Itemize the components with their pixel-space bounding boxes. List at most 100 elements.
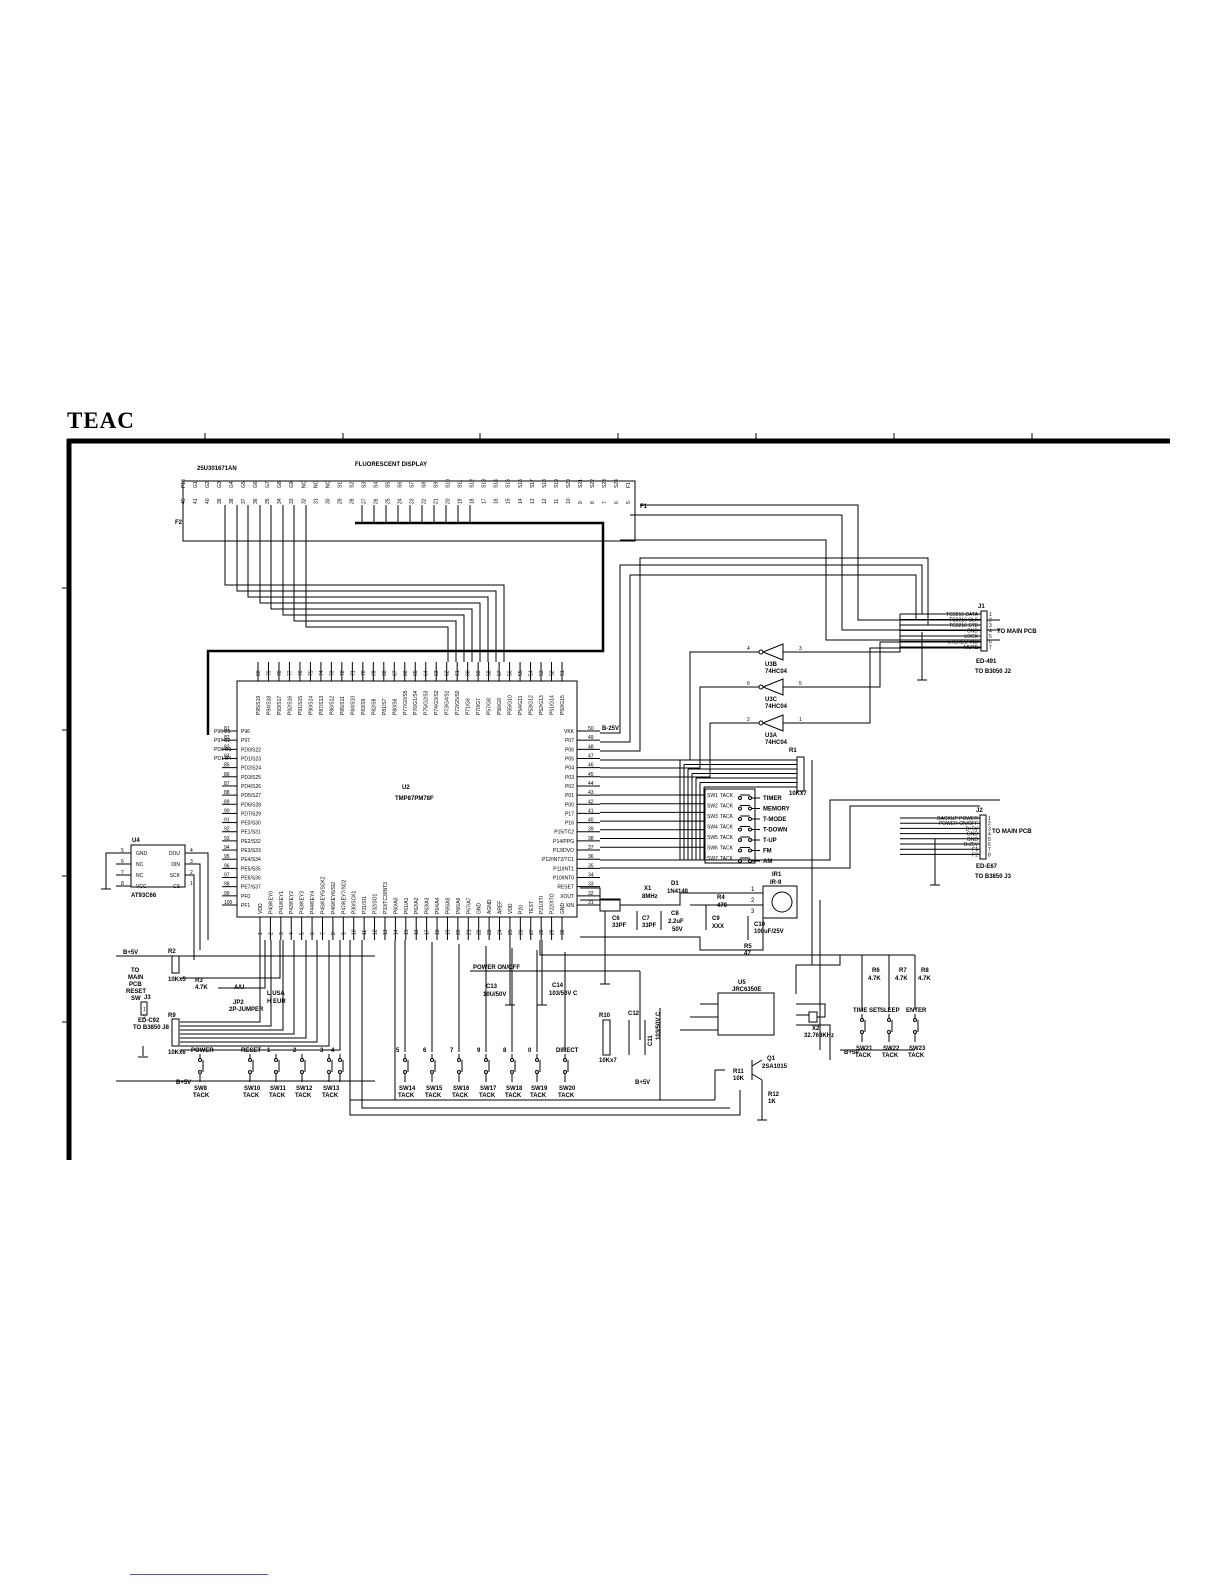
mcu-top-pin-number: 64 xyxy=(424,670,430,676)
display-pin-name: S12 xyxy=(470,479,476,488)
mcu-top-pin-number: 54 xyxy=(529,670,535,676)
c9-value: XXX xyxy=(712,924,724,930)
u4-left-pin-name: NC xyxy=(136,873,144,879)
mcu-top-pin-name: P50/G15 xyxy=(560,695,566,715)
bottom-mid-key-ref: SW18 xyxy=(506,1086,523,1092)
bottom-right-key-ref: SW23 xyxy=(909,1046,926,1052)
bottom-left-key-type: TACK xyxy=(295,1093,312,1099)
power-section: POWER ON/OFF C13 10U/50V C14 103/50V C C… xyxy=(470,940,662,1064)
right-key-label: TIMER xyxy=(763,796,782,802)
r2-value: 10Kx5 xyxy=(168,977,186,983)
mcu-left-pin-number: 92 xyxy=(224,827,230,833)
right-key-type: TACK xyxy=(720,846,734,852)
display-pin-number: 18 xyxy=(470,498,476,504)
bottom-mid-key-label: 5 xyxy=(396,1048,400,1054)
mcu-left-pin-name: PD0/S22 xyxy=(241,747,261,753)
display-pin-name: G2 xyxy=(205,481,211,488)
mcu-bottom-pin-name: P33/TC3/INT3 xyxy=(383,882,389,914)
mcu-top-pin-name: P51/G14 xyxy=(550,695,556,715)
j2-signal-label: B-25V xyxy=(964,842,979,848)
display-pin-number: 34 xyxy=(277,498,283,504)
mcu-right-pin-name: P17 xyxy=(565,811,574,817)
bottom-left-key-label: POWER xyxy=(191,1048,214,1054)
mcu-bottom-pin-number: 30 xyxy=(560,929,566,935)
r7-value: 4.7K xyxy=(895,976,908,982)
j2-signal-label: GND xyxy=(967,837,979,843)
r8-ref: R8 xyxy=(921,968,929,974)
mcu-left-pin-name: PE6/S36 xyxy=(241,876,261,882)
display-pin-name: S18 xyxy=(542,479,548,488)
mcu-bottom-pin-name: P41/KEY1 xyxy=(279,891,285,914)
mcu-left-pin-number: 91 xyxy=(224,818,230,824)
inverter-ref: U3C xyxy=(765,697,778,703)
mcu-bottom-pin-name: P43/KEY3 xyxy=(300,891,306,914)
j2-signal-label: F1 xyxy=(972,847,978,853)
j2-pin-number: 3 xyxy=(988,826,991,832)
mcu-top-pin-number: 67 xyxy=(392,670,398,676)
j1-ref: J1 xyxy=(978,604,985,610)
mcu-bus-tap-label: P97 B2 xyxy=(214,738,231,744)
inverter-input-pin: 1 xyxy=(799,717,802,723)
j1-pin-number: 7 xyxy=(989,645,992,651)
c13-ref: C13 xyxy=(486,984,498,990)
display-pin-name: S15 xyxy=(506,479,512,488)
bottom-left-key-label: 1 xyxy=(267,1048,271,1054)
mcu-left-pin-number: 85 xyxy=(224,763,230,769)
r12-value: 1K xyxy=(768,1099,776,1105)
mcu-top-pin-number: 77 xyxy=(287,670,293,676)
j2-pin-number: 2 xyxy=(988,821,991,827)
mcu-top-pin-name: P80/S6 xyxy=(392,698,398,715)
display-pin-name: G8 xyxy=(277,481,283,488)
mcu-left-pin-name: PD7/S29 xyxy=(241,811,261,817)
j2-to-board: TO B3850 J3 xyxy=(975,874,1012,880)
mcu-left-pin-number: 81 xyxy=(224,726,230,732)
inverter-ref: U3B xyxy=(765,662,778,668)
right-key-ref: SW7 xyxy=(707,856,718,862)
mcu-top-pin-number: 73 xyxy=(329,670,335,676)
mcu-left-pin-number: 100 xyxy=(224,900,233,906)
clock-and-ir-section: X1 8MHz C6 33PF C7 33PF D1 1N4148 C8 2.2… xyxy=(580,872,798,985)
mcu-top-pin-name: P93/S17 xyxy=(277,696,283,715)
mcu-top-pin-number: 60 xyxy=(466,670,472,676)
mcu-right-pin-number: 48 xyxy=(588,744,594,750)
mcu-top-pin-name: P53/G12 xyxy=(529,695,535,715)
mcu-right-pin-number: 31 xyxy=(588,900,594,906)
display-pin-number: 11 xyxy=(554,499,560,504)
r3-value: 4.7K xyxy=(195,985,208,991)
mcu-left-pin-name: P96 xyxy=(241,729,250,735)
mcu-bottom-pin-number: 23 xyxy=(487,929,493,935)
display-pin-number: 16 xyxy=(494,498,500,504)
mcu-top-pin-name: P85/S11 xyxy=(340,696,346,715)
mcu-bottom-pin-number: 9 xyxy=(341,932,347,935)
mcu-right-pin-number: 41 xyxy=(588,808,594,814)
r9-ref: R9 xyxy=(168,1013,176,1019)
mcu-left-pin-number: 98 xyxy=(224,882,230,888)
mcu-right-pin-number: 43 xyxy=(588,790,594,796)
mcu-top-pin-name: P73/G4/S1 xyxy=(445,690,451,715)
routing-wires xyxy=(349,760,1000,1116)
bottom-mid-key-type: TACK xyxy=(558,1093,575,1099)
j2-pin-number: 7 xyxy=(988,847,991,853)
j1-to-board: TO B3050 J2 xyxy=(975,669,1012,675)
mcu-top-pin-name: P82/S8 xyxy=(371,698,377,715)
display-bus-wires xyxy=(206,521,605,735)
r10-ref: R10 xyxy=(599,1013,611,1019)
bottom-left-key-label: 4 xyxy=(331,1048,335,1054)
u4-right-pin-name: CS xyxy=(173,884,181,890)
bottom-right-key-type: TACK xyxy=(908,1053,925,1059)
mcu-bottom-pin-name: P22/XTO xyxy=(550,893,556,914)
jp2-value: 2P-JUMPER xyxy=(229,1007,264,1013)
u4-right-pin-number: 3 xyxy=(190,859,193,865)
mcu-top-pin-number: 66 xyxy=(403,670,409,676)
svg-text:PCB: PCB xyxy=(129,982,142,988)
mcu-bottom-pin-name: P21/XTI xyxy=(539,896,545,914)
mcu-right-pin-number: 44 xyxy=(588,781,594,787)
mcu-right-pin-number: 47 xyxy=(588,753,594,759)
display-pin-number: 5 xyxy=(626,501,632,504)
mcu-left-pin-name: PE0/S30 xyxy=(241,821,261,827)
footer-link-underline[interactable] xyxy=(130,1574,268,1576)
mcu-left-pin-name: PE5/S35 xyxy=(241,866,261,872)
right-key-ref: SW2 xyxy=(707,804,718,810)
